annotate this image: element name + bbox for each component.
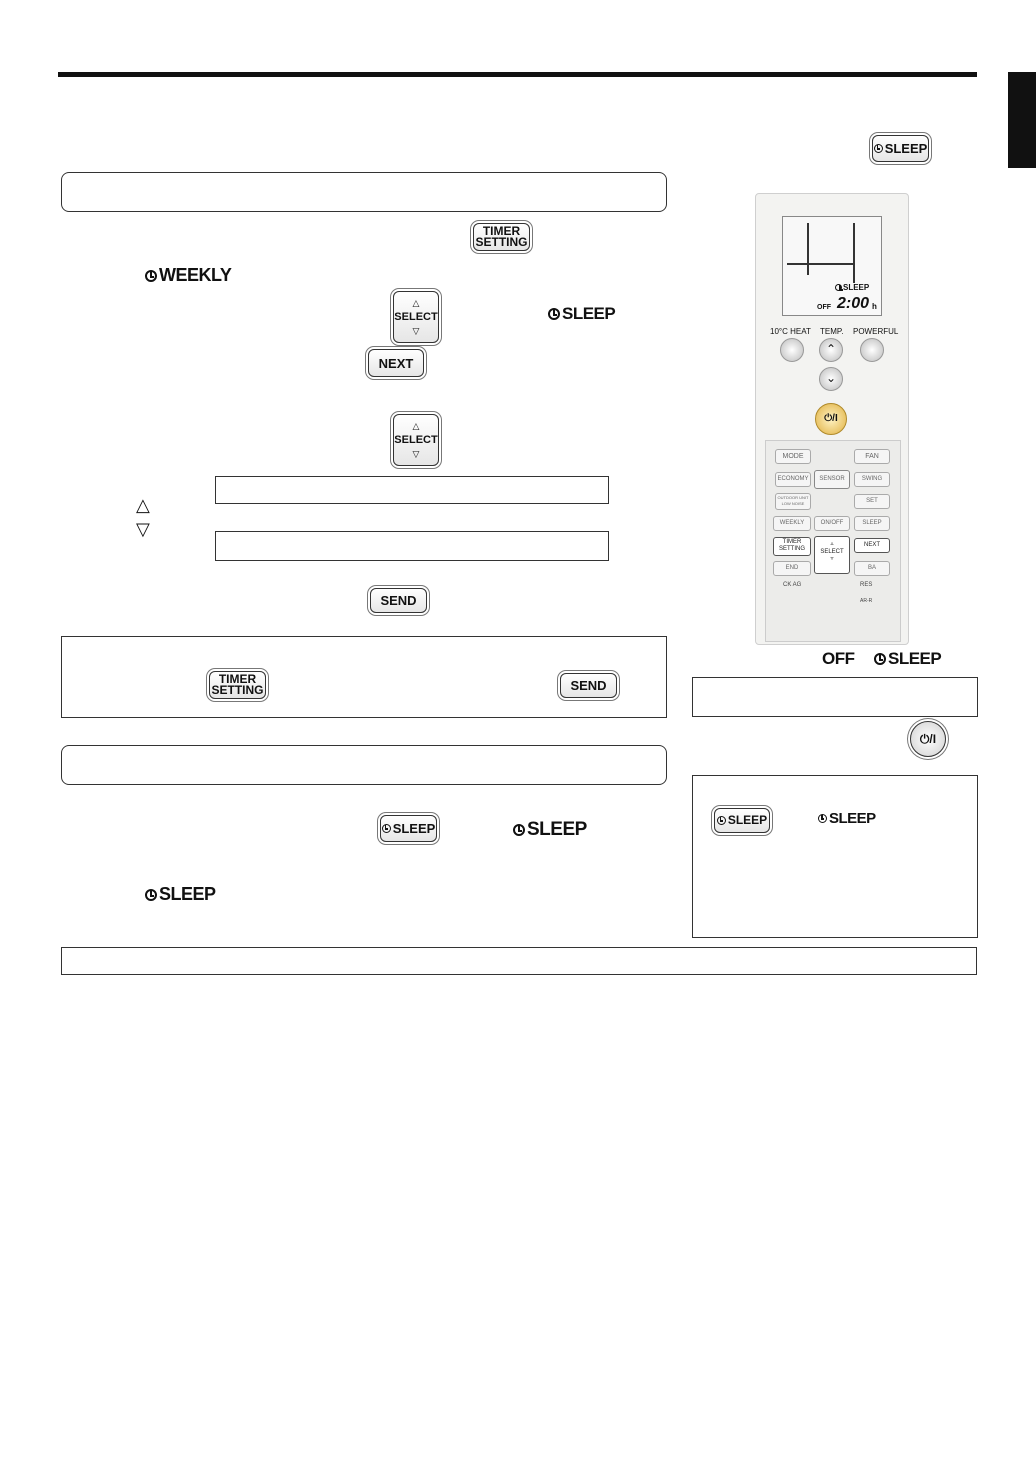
remote-swing-button[interactable]: SWING <box>854 472 890 487</box>
weekly-clock-icon <box>145 269 157 282</box>
sleep-clock-icon <box>874 653 886 665</box>
sleep-button-note[interactable]: SLEEP <box>714 808 770 833</box>
remote-model-label: AR-R <box>860 598 873 604</box>
up-triangle-icon: △ <box>136 495 150 515</box>
sleep-clock-icon <box>548 308 560 320</box>
cycle-box-bottom <box>215 531 609 561</box>
sleep-button-2[interactable]: SLEEP <box>380 815 437 842</box>
power-button[interactable]: ⏻/I <box>910 721 946 757</box>
remote-onoff-button[interactable]: ON/OFF <box>814 516 850 531</box>
weekly-indicator: WEEKLY <box>145 265 232 286</box>
section-header-box-3 <box>61 947 977 975</box>
down-triangle-icon: ▽ <box>136 519 150 539</box>
timer-setting-button-note[interactable]: TIMER SETTING <box>209 671 266 699</box>
remote-lcd: SLEEP OFF 2:00 h <box>782 216 882 316</box>
remote-economy-button[interactable]: ECONOMY <box>775 472 811 487</box>
send-button-note[interactable]: SEND <box>560 673 617 698</box>
next-button[interactable]: NEXT <box>368 349 424 377</box>
remote-sensor-button[interactable]: SENSOR <box>814 470 850 489</box>
remote-fan-button[interactable]: FAN <box>854 449 890 464</box>
up-arrow-icon: △ <box>412 297 420 308</box>
remote-set-button[interactable]: SET <box>854 494 890 509</box>
right-info-box <box>692 677 978 717</box>
remote-temp-up-button[interactable]: ⌃ <box>819 338 843 362</box>
up-arrow-icon: △ <box>412 420 420 431</box>
sleep-indicator-3: SLEEP <box>145 884 216 905</box>
lcd-off-label: OFF <box>817 304 831 311</box>
sleep-clock-icon <box>145 888 157 901</box>
lcd-sleep-label: SLEEP <box>835 283 869 292</box>
down-arrow-icon: ▽ <box>412 325 420 336</box>
remote-powerful-button[interactable] <box>860 338 884 362</box>
remote-temp-down-button[interactable]: ⌄ <box>819 367 843 391</box>
remote-sleep-button[interactable]: SLEEP <box>854 516 890 531</box>
lcd-time: 2:00 <box>837 295 870 312</box>
sleep-indicator-remote: SLEEP <box>874 649 942 669</box>
select-button[interactable]: △ SELECT ▽ <box>393 291 439 343</box>
sleep-indicator-note: SLEEP <box>818 810 876 827</box>
remote-weekly-button[interactable]: WEEKLY <box>773 516 811 531</box>
sleep-clock-icon <box>818 814 827 823</box>
header-rule <box>58 72 977 77</box>
remote-temp-label: TEMP. <box>820 327 844 336</box>
sleep-indicator: SLEEP <box>548 304 616 324</box>
sleep-clock-icon <box>513 824 525 836</box>
remote-power-button[interactable]: ⏻/I <box>815 403 847 435</box>
remote-next-button[interactable]: NEXT <box>854 538 890 553</box>
section-header-box-2 <box>61 745 667 785</box>
right-note-box <box>692 775 978 938</box>
cycle-box-top <box>215 476 609 504</box>
off-indicator: OFF <box>822 649 855 668</box>
remote-reset-label: RES <box>860 582 873 588</box>
down-arrow-icon: ▽ <box>412 448 420 459</box>
remote-10heat-label: 10°C HEAT <box>770 327 811 336</box>
timer-setting-button[interactable]: TIMER SETTING <box>473 223 530 251</box>
lcd-suffix: h <box>872 302 877 311</box>
send-button[interactable]: SEND <box>370 588 427 613</box>
sleep-indicator-2: SLEEP <box>513 819 587 841</box>
remote-mode-button[interactable]: MODE <box>775 449 811 464</box>
section-header-box-1 <box>61 172 667 212</box>
remote-10heat-button[interactable] <box>780 338 804 362</box>
remote-powerful-label: POWERFUL <box>853 327 899 336</box>
sleep-clock-icon <box>716 816 726 825</box>
sleep-clock-icon <box>381 824 391 833</box>
select-button-2[interactable]: △ SELECT ▽ <box>393 414 439 466</box>
section-tab <box>1008 72 1036 168</box>
sleep-clock-icon <box>873 144 883 153</box>
sleep-button[interactable]: SLEEP <box>872 135 929 162</box>
